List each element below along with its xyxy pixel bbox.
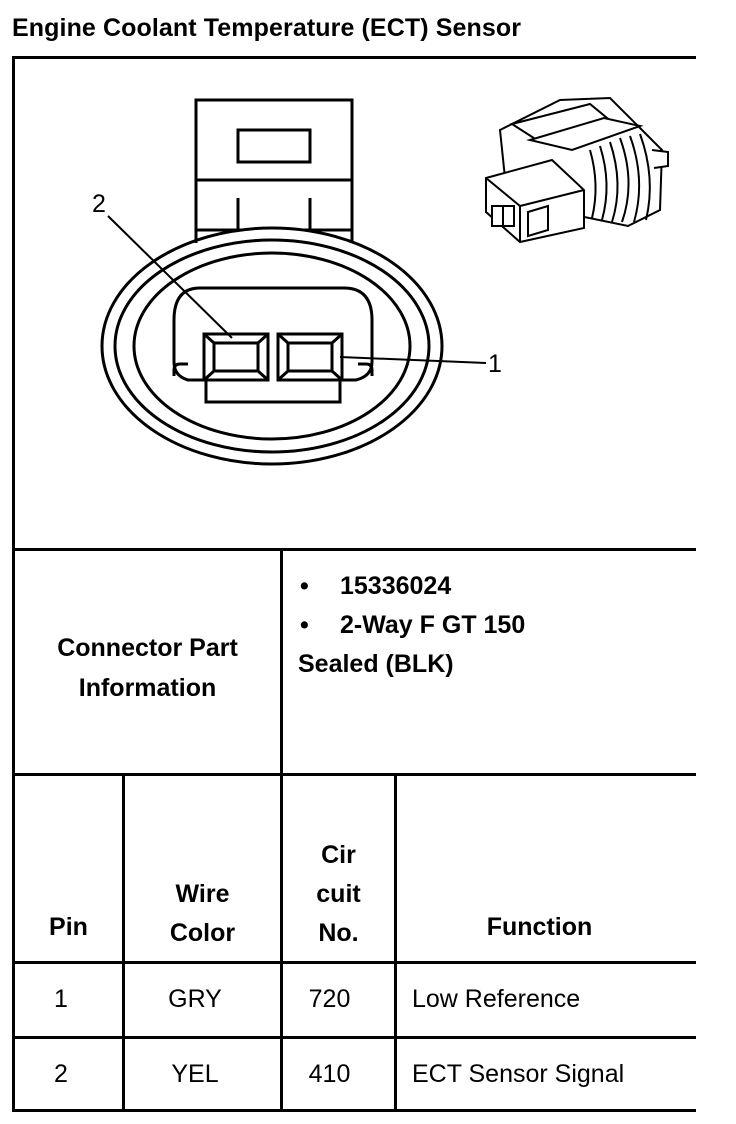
header-circuit-number: Cir cuit No. xyxy=(283,836,394,953)
divider xyxy=(12,961,696,964)
header-circuit-line3: No. xyxy=(318,919,359,947)
header-function: Function xyxy=(486,913,593,941)
header-pin: Pin xyxy=(49,913,88,941)
row-1-circuit: 720 xyxy=(308,985,351,1013)
part-number-bullet: • 15336024 xyxy=(300,572,451,601)
connector-part-label-line1: Connector Part xyxy=(57,634,238,662)
divider xyxy=(12,773,696,776)
divider xyxy=(12,1036,696,1039)
divider xyxy=(12,1109,696,1112)
row-2-function: ECT Sensor Signal xyxy=(412,1060,625,1088)
pin-callout-2: 2 xyxy=(92,190,106,218)
connector-table-frame xyxy=(12,56,696,1112)
connector-thumbnail xyxy=(485,96,669,244)
bullet-icon: • xyxy=(300,611,309,639)
page-title: Engine Coolant Temperature (ECT) Sensor xyxy=(12,14,522,42)
divider xyxy=(122,773,125,1112)
row-2-wire-color: YEL xyxy=(171,1060,219,1088)
divider xyxy=(280,548,283,1112)
header-wire-color-line1: Wire xyxy=(175,880,230,908)
row-2-pin: 2 xyxy=(54,1060,68,1088)
connector-part-label-line2: Information xyxy=(78,674,217,702)
row-1-wire-color: GRY xyxy=(168,985,222,1013)
connector-type-continuation: Sealed (BLK) xyxy=(298,650,454,678)
divider xyxy=(394,773,397,1112)
header-circuit-line1: Cir xyxy=(321,841,356,869)
bullet-icon: • xyxy=(300,572,309,600)
connector-face-diagram xyxy=(100,96,669,466)
part-number: 15336024 xyxy=(340,572,452,600)
header-wire-color: Wire Color xyxy=(125,875,280,953)
connector-part-label: Connector Part Information xyxy=(15,628,280,708)
row-2-circuit: 410 xyxy=(308,1060,351,1088)
row-1-pin: 1 xyxy=(54,985,68,1013)
connector-type-bullet: • 2-Way F GT 150 xyxy=(300,611,525,640)
connector-type: 2-Way F GT 150 xyxy=(340,611,526,639)
pin-callout-1: 1 xyxy=(488,350,502,378)
header-circuit-line2: cuit xyxy=(316,880,361,908)
row-1-function: Low Reference xyxy=(412,985,581,1013)
divider xyxy=(12,548,696,551)
header-wire-color-line2: Color xyxy=(169,919,236,947)
